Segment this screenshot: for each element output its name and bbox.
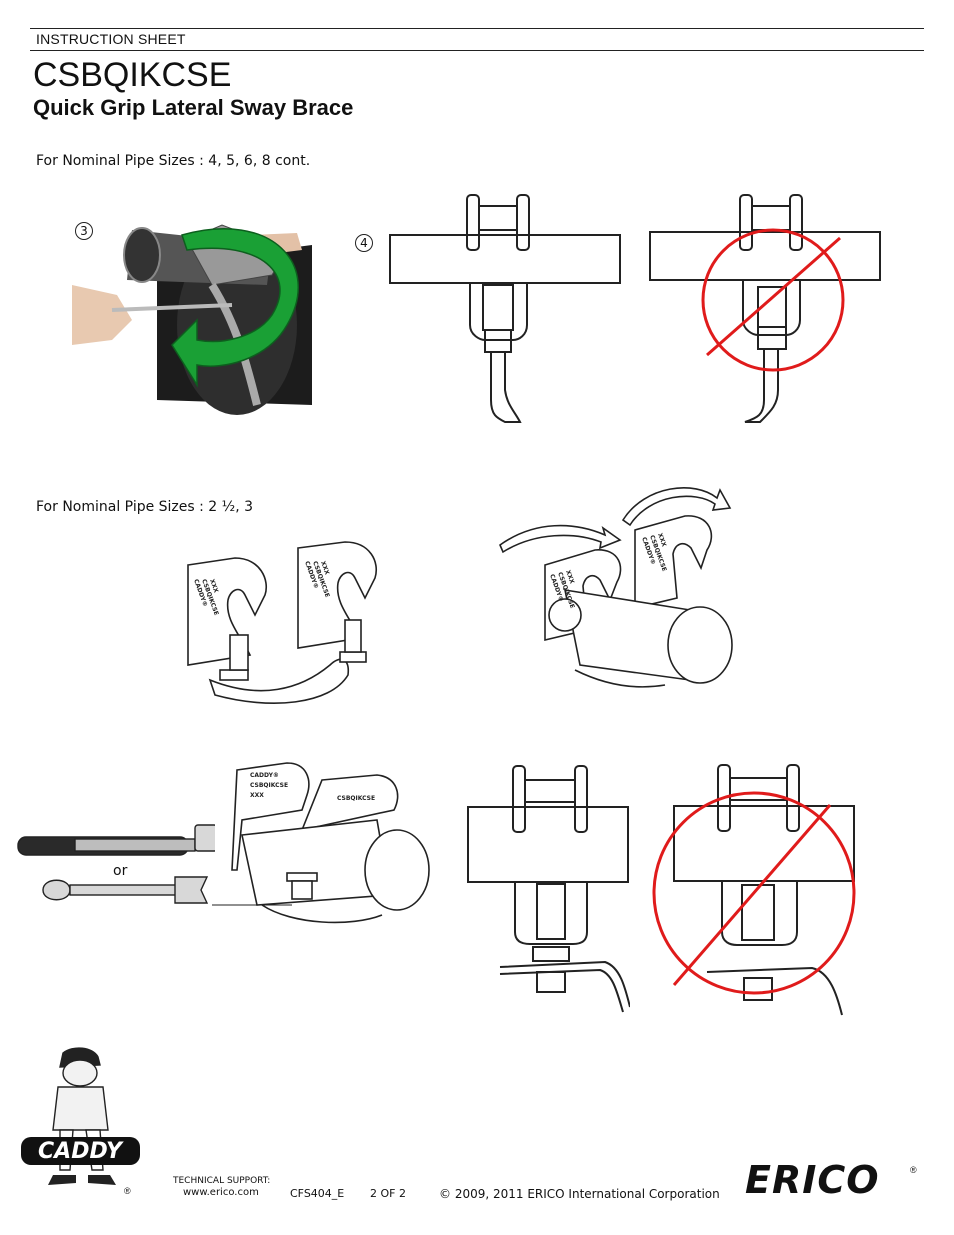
copyright: © 2009, 2011 ERICO International Corpora… <box>439 1187 720 1201</box>
mark-tight-model: CSBQIKCSE <box>250 782 288 789</box>
tools-illustration <box>15 815 215 920</box>
page-number: 2 OF 2 <box>370 1187 406 1200</box>
step3-badge: 3 <box>75 222 93 240</box>
caddy-wordmark: CADDY <box>38 1139 124 1164</box>
sheet-label: INSTRUCTION SHEET <box>36 31 186 47</box>
caddy-reg-mark: ® <box>124 1186 131 1196</box>
clamp-assembly-open: CADDY® CSBQIKCSE XXX CADDY® CSBQIKCSE XX… <box>180 540 390 715</box>
erico-reg-mark: ® <box>910 1165 917 1175</box>
step4-correct-diagram <box>385 190 625 430</box>
section2-heading: For Nominal Pipe Sizes : 2 ½, 3 <box>36 499 254 515</box>
header-rule <box>30 50 924 51</box>
step4-incorrect-diagram <box>645 190 890 430</box>
mark-tight-brand: CADDY® <box>250 772 279 779</box>
top-rule <box>30 28 924 29</box>
erico-logo: ERICO <box>745 1158 880 1202</box>
clamp-tightened-assembly: CADDY® CSBQIKCSE XXX CSBQIKCSE <box>212 755 442 940</box>
caddy-mascot-logo: CADDY <box>18 1045 143 1195</box>
install-incorrect-diagram <box>652 750 857 1035</box>
step3-photo <box>72 205 317 445</box>
mark-tight-code: XXX <box>250 792 264 799</box>
tech-support-url[interactable]: www.erico.com <box>183 1187 259 1198</box>
clamp-on-pipe-rotation: CADDY® CSBQIKCSE XXX CADDY® CSBQIKCSE XX… <box>495 480 745 705</box>
mark-pipe-right-code: XXX <box>656 532 667 548</box>
mark-pipe-left-code: XXX <box>564 569 575 585</box>
or-label: or <box>113 863 128 879</box>
doc-code: CFS404_E <box>290 1187 345 1200</box>
product-name: Quick Grip Lateral Sway Brace <box>33 95 354 120</box>
product-code: CSBQIKCSE <box>33 56 232 94</box>
mark-tight-model-2: CSBQIKCSE <box>337 795 375 802</box>
install-correct-diagram <box>465 762 630 1022</box>
mark-left-code: XXX <box>208 578 219 594</box>
mark-right-code: XXX <box>319 560 330 576</box>
tech-support-label: TECHNICAL SUPPORT: <box>173 1176 271 1186</box>
section1-heading: For Nominal Pipe Sizes : 4, 5, 6, 8 cont… <box>36 153 311 169</box>
step4-badge: 4 <box>355 234 373 252</box>
